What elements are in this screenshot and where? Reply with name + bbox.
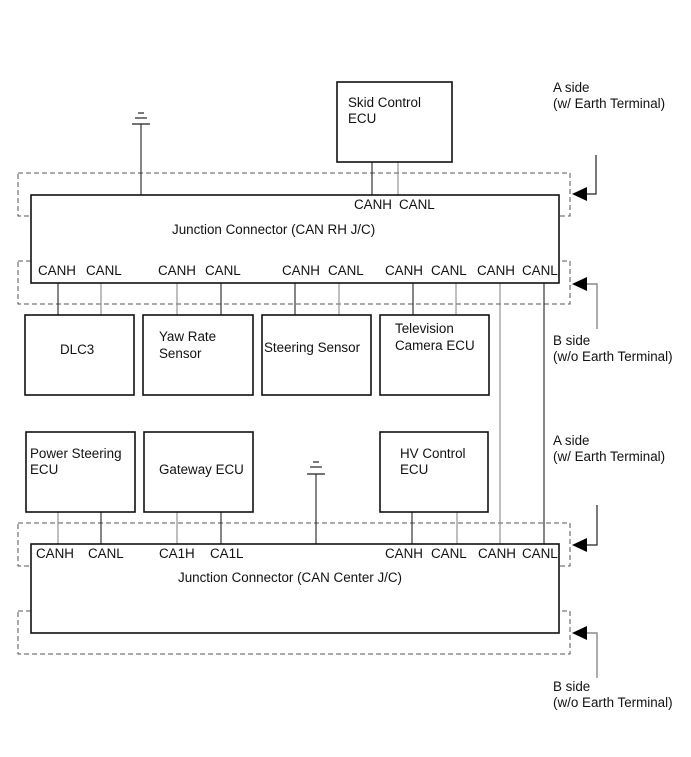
junction-rh-bottom-pin: CANL: [86, 263, 122, 278]
yaw-rate-sensor-label-line1: Yaw Rate: [159, 329, 216, 344]
earth-terminal-icon: [132, 112, 150, 125]
television-camera-ecu-label-line1: Television: [395, 321, 454, 336]
television-camera-ecu: Television Camera ECU: [379, 314, 490, 396]
junction-rh-bottom-pin: CANL: [522, 263, 558, 278]
television-camera-ecu-label-line2: Camera ECU: [395, 338, 475, 353]
junction-center-title: Junction Connector (CAN Center J/C): [178, 570, 402, 585]
junction-center-top-pin: CA1L: [210, 546, 244, 561]
arrow-left-icon: [572, 505, 598, 552]
b-side-label-line2: (w/o Earth Terminal): [553, 695, 673, 710]
junction-rh-bottom-pin: CANL: [328, 263, 364, 278]
power-steering-ecu-label-line1: Power Steering: [30, 446, 122, 461]
junction-connector-center: Junction Connector (CAN Center J/C) CANH…: [30, 543, 560, 634]
arrow-left-icon: [572, 277, 598, 329]
dlc3: DLC3: [24, 314, 135, 396]
b-side-label-line1: B side: [553, 679, 590, 694]
a-side-region-upper: [17, 172, 571, 217]
b-side-label-line1: B side: [553, 333, 590, 348]
a-side-label-line1: A side: [553, 80, 589, 95]
a-side-label-line2: (w/ Earth Terminal): [553, 449, 665, 464]
steering-sensor-label: Steering Sensor: [264, 340, 361, 355]
junction-rh-bottom-pin: CANL: [205, 263, 241, 278]
junction-rh-title: Junction Connector (CAN RH J/C): [172, 222, 375, 237]
hv-control-ecu: HV Control ECU: [379, 431, 489, 513]
junction-rh-bottom-pin: CANH: [385, 263, 423, 278]
hv-control-ecu-label-line2: ECU: [400, 462, 428, 477]
junction-center-top-pin: CANL: [431, 546, 467, 561]
earth-terminal-icon: [307, 461, 325, 475]
junction-center-top-pin: CANH: [385, 546, 423, 561]
yaw-rate-sensor: Yaw Rate Sensor: [142, 314, 254, 396]
gateway-ecu: Gateway ECU: [143, 431, 254, 513]
gateway-ecu-label: Gateway ECU: [159, 462, 244, 477]
junction-center-top-pin: CANL: [522, 546, 558, 561]
power-steering-ecu-label-line2: ECU: [30, 462, 58, 477]
junction-rh-bottom-pin: CANH: [38, 263, 76, 278]
junction-center-top-pin: CA1H: [159, 546, 195, 561]
hv-control-ecu-label-line1: HV Control: [400, 446, 466, 461]
a-side-label-line1: A side: [553, 433, 589, 448]
junction-rh-top-pin: CANH: [354, 197, 392, 212]
power-steering-ecu: Power Steering ECU: [25, 431, 136, 513]
steering-sensor: Steering Sensor: [261, 314, 372, 396]
b-side-label-lower: B side (w/o Earth Terminal): [553, 679, 673, 710]
junction-rh-bottom-pin: CANH: [158, 263, 196, 278]
a-side-label-upper: A side (w/ Earth Terminal): [553, 80, 665, 111]
junction-rh-bottom-pin: CANL: [431, 263, 467, 278]
b-side-label-upper: B side (w/o Earth Terminal): [553, 333, 673, 364]
junction-center-top-pin: CANL: [88, 546, 124, 561]
a-side-label-line2: (w/ Earth Terminal): [553, 96, 665, 111]
arrow-left-icon: [572, 626, 598, 678]
junction-center-top-pin: CANH: [36, 546, 74, 561]
junction-rh-bottom-pin: CANH: [477, 263, 515, 278]
junction-rh-top-pin: CANL: [399, 197, 435, 212]
skid-control-ecu-label-line2: ECU: [348, 111, 376, 126]
arrow-left-icon: [572, 155, 597, 201]
a-side-region-lower: [17, 522, 571, 567]
a-side-label-lower: A side (w/ Earth Terminal): [553, 433, 665, 464]
skid-control-ecu: Skid Control ECU: [336, 81, 453, 163]
junction-rh-bottom-pin: CANH: [282, 263, 320, 278]
yaw-rate-sensor-label-line2: Sensor: [159, 346, 202, 361]
skid-control-ecu-label-line1: Skid Control: [348, 95, 421, 110]
b-side-label-line2: (w/o Earth Terminal): [553, 349, 673, 364]
junction-center-top-pin: CANH: [478, 546, 516, 561]
junction-connector-rh: Junction Connector (CAN RH J/C) CANH CAN…: [30, 194, 560, 284]
dlc3-label: DLC3: [60, 342, 94, 357]
